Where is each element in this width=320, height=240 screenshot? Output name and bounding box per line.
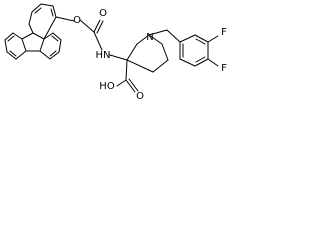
ester-oxygen-label: O — [73, 15, 81, 26]
chemical-structure-diagram: O O HN N HO O F F — [4, 3, 227, 102]
carbonyl-oxygen-label: O — [99, 8, 107, 19]
carboxylic-acid-group — [116, 59, 139, 93]
difluorobenzyl-group — [148, 29, 219, 67]
amide-nh-label: HN — [96, 50, 111, 61]
ring-nitrogen-label: N — [146, 32, 153, 43]
carbamate-group — [79, 19, 128, 61]
atom-labels: O O HN N HO O F F — [73, 8, 227, 102]
acid-carbonyl-oxygen-label: O — [136, 91, 144, 102]
acid-hydroxyl-label: HO — [99, 81, 115, 92]
piperidine-ring — [126, 34, 169, 73]
fluorine-meta-label: F — [221, 27, 227, 38]
fluorine-para-label: F — [221, 63, 227, 74]
fluorenyl-group — [4, 3, 75, 60]
